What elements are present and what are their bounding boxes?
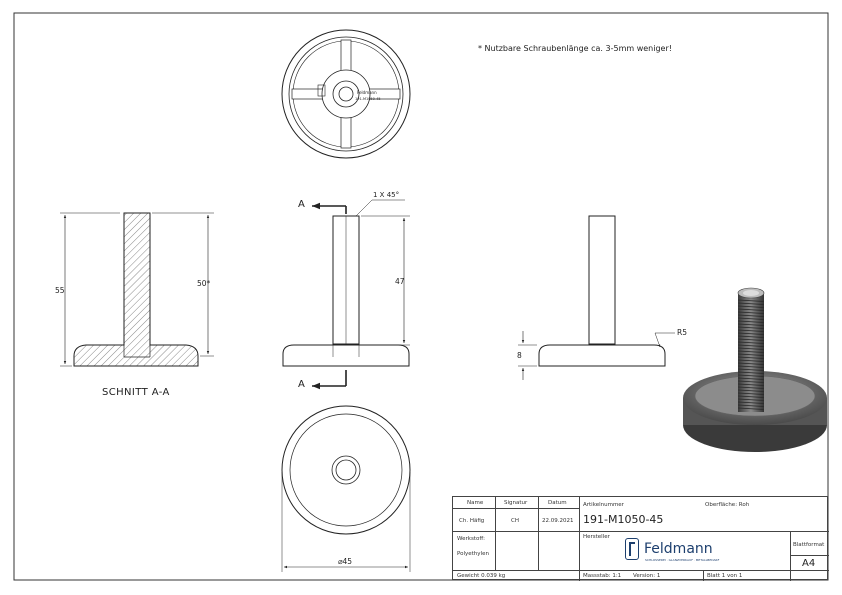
section-title: SCHNITT A-A [102, 387, 170, 398]
thread-line [737, 377, 765, 380]
thread-line [737, 317, 765, 320]
thread-line [737, 389, 765, 392]
tb-logo-text: Feldmann [644, 541, 713, 557]
tb-header-date: Datum [548, 500, 567, 506]
thread-line [737, 344, 765, 347]
section-marker-bottom: A [298, 379, 305, 390]
title-block: Name Signatur Datum Ch. Häfig CH 22.09.2… [452, 496, 829, 581]
thread-line [737, 359, 765, 362]
thread-line [737, 404, 765, 407]
side-view [518, 215, 675, 380]
part-brand-text: Feldmann [357, 90, 377, 95]
tb-material-label: Werkstoff: [457, 536, 485, 542]
tb-date: 22.09.2021 [542, 518, 574, 524]
thread-line [737, 392, 765, 395]
dim-thread-length-front: 47 [395, 277, 405, 286]
top-view [281, 29, 411, 159]
usable-length-note: * Nutzbare Schraubenlänge ca. 3-5mm weni… [478, 44, 672, 53]
tb-format-label: Blattformat [793, 542, 825, 548]
thread-line [737, 320, 765, 323]
thread-line [737, 386, 765, 389]
thread-line [737, 308, 765, 311]
tb-version: Version: 1 [633, 573, 661, 579]
thread-line [737, 326, 765, 329]
thread-line [737, 362, 765, 365]
thread-line [737, 374, 765, 377]
section-marker-top: A [298, 199, 305, 210]
tb-logo-subtext: SCHLOSSEREI · GLANZVERKAUF · METALLBEDAR… [645, 558, 720, 562]
thread-line [737, 398, 765, 401]
tb-article-label: Artikelnummer [583, 502, 624, 508]
thread-line [737, 329, 765, 332]
thread-line [737, 356, 765, 359]
dim-base-height: 8 [517, 351, 522, 360]
thread-line [737, 395, 765, 398]
thread-line [737, 299, 765, 302]
section-view [60, 212, 214, 367]
tb-header-signature: Signatur [504, 500, 528, 506]
tb-format: A4 [802, 558, 816, 569]
dim-total-height: 55 [55, 286, 65, 295]
thread-line [737, 323, 765, 326]
thread-line [737, 368, 765, 371]
tb-surface: Oberfläche: Roh [705, 502, 750, 508]
front-view [282, 199, 410, 390]
thread-line [737, 365, 765, 368]
thread-line [737, 347, 765, 350]
tb-signature: CH [511, 518, 519, 524]
dim-chamfer: 1 X 45° [373, 191, 400, 199]
thread-line [737, 371, 765, 374]
thread-line [737, 407, 765, 410]
thread-line [737, 353, 765, 356]
thread-line [737, 314, 765, 317]
sheet-frame [13, 12, 829, 581]
tb-manufacturer-label: Hersteller [583, 534, 610, 540]
thread-line [737, 302, 765, 305]
tb-scale: Massstab: 1:1 [583, 573, 622, 579]
dim-radius: R5 [677, 328, 687, 337]
tb-weight: Gewicht 0.039 kg [457, 573, 506, 579]
thread-line [737, 338, 765, 341]
dim-thread-length-section: 50* [197, 279, 211, 288]
tb-material: Polyethylen [457, 551, 489, 557]
tb-sheet: Blatt 1 von 1 [707, 573, 743, 579]
bottom-view [281, 405, 411, 572]
tb-header-name: Name [467, 500, 484, 506]
thread-line [737, 401, 765, 404]
part-code-text: 191-M1050-45 [355, 97, 381, 101]
feldmann-logo-icon [625, 538, 639, 560]
thread-line [737, 305, 765, 308]
thread-line [737, 380, 765, 383]
thread-line [737, 383, 765, 386]
thread-line [737, 332, 765, 335]
dim-diameter: ⌀45 [338, 557, 353, 566]
tb-article-number: 191-M1050-45 [583, 513, 664, 526]
thread-line [737, 335, 765, 338]
isometric-render [683, 287, 827, 452]
thread-line [737, 311, 765, 314]
thread-line [737, 350, 765, 353]
tb-name: Ch. Häfig [459, 518, 485, 524]
thread-line [737, 341, 765, 344]
